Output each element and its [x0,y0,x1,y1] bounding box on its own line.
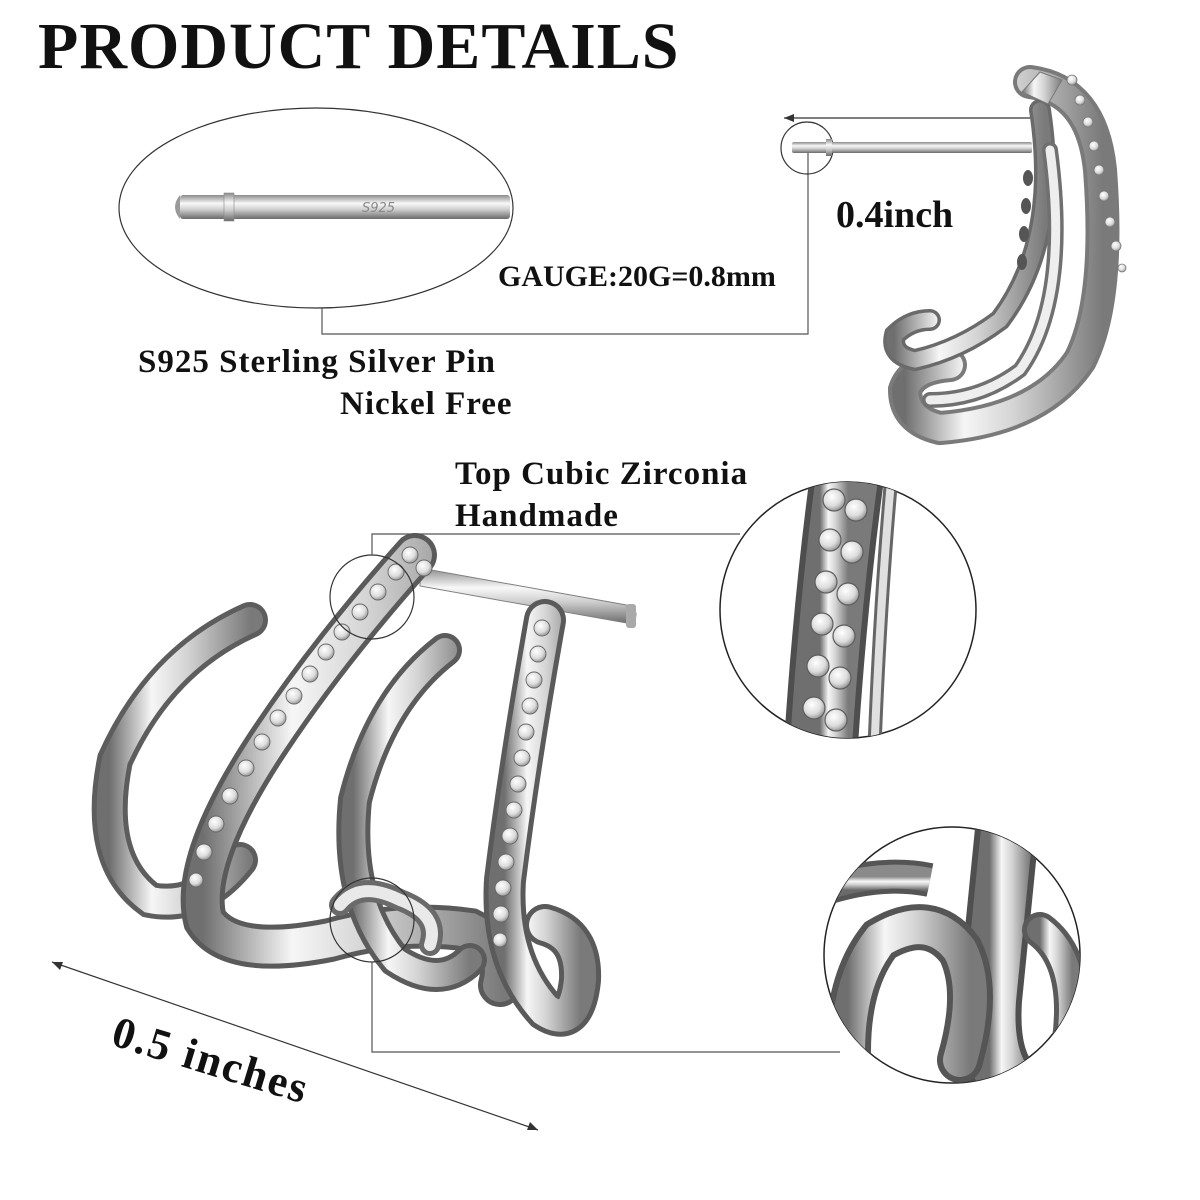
pin-closeup-post [180,195,510,219]
pin-closeup: S925 [118,107,809,335]
pin-material-label: S925 Sterling Silver Pin [138,344,496,380]
pin-closeup-collar [223,192,235,222]
zirconia-label: Top Cubic Zirconia [455,456,749,492]
side-view-post [792,142,1032,153]
front-view-gems-right [492,619,551,948]
pin-closeup-frame [118,107,514,309]
gauge-label: GAUGE:20G=0.8mm [498,260,776,293]
front-view-earring [51,533,840,1131]
pin-length-label: 0.4inch [836,194,954,236]
gauge-connector-line [321,150,809,335]
nickel-free-label: Nickel Free [340,386,513,422]
loop-magnifier [823,826,1081,1084]
pin-stamp-text: S925 [362,201,395,216]
side-view-earring [780,65,1127,446]
handmade-label: Handmade [455,498,619,534]
loop-connector-line [371,962,840,1053]
gem-connector-line [371,533,740,555]
width-arrow [51,961,539,1131]
page-title: PRODUCT DETAILS [38,10,680,83]
gem-magnifier [719,481,977,739]
front-view-gems-left [188,546,433,888]
